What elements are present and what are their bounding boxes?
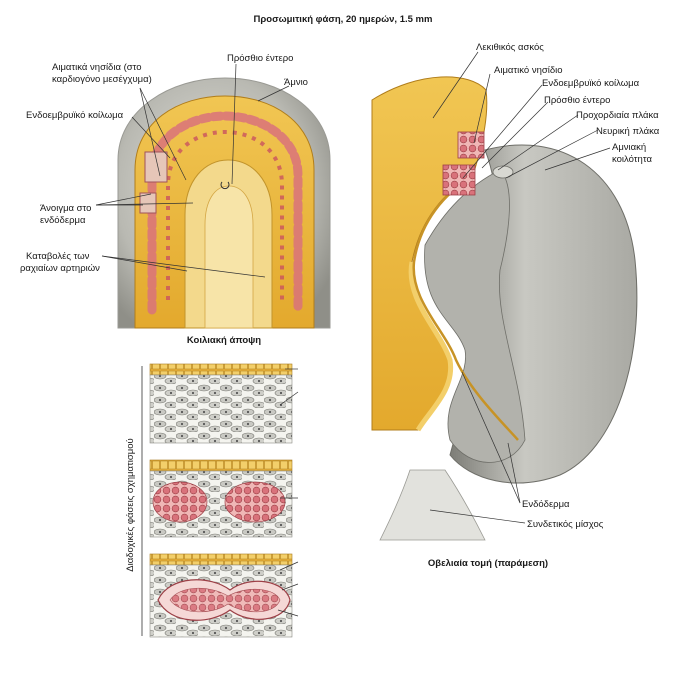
sagittal-section-caption: Οβελιαία τομή (παράμεση) <box>428 558 548 569</box>
page-title: Προσωμιτική φάση, 20 ημερών, 1.5 mm <box>254 14 433 25</box>
label-spinal-arteries-2: ραχιαίων αρτηριών <box>20 263 100 274</box>
coelom-window-1 <box>144 151 168 183</box>
stage-2 <box>149 459 298 538</box>
label-neural-plate: Νευρική πλάκα <box>596 126 660 137</box>
label-prechordal-plate: Προχορδιαία πλάκα <box>576 110 659 121</box>
sagittal-leader-lines <box>429 51 611 524</box>
ventral-view: Αιματικά νησίδια (στο καρδιογόνο μεσέγχυ… <box>20 53 331 346</box>
stages-side-label: Διαδοχικές φάσεις σχηματισμού <box>125 438 136 571</box>
label-blood-islands-1: Αιματικά νησίδια (στο <box>52 62 142 73</box>
foregut-inner <box>204 185 254 329</box>
label-foregut-ventral: Πρόσθιο έντερο <box>227 53 293 64</box>
endoderm-line <box>412 176 519 441</box>
prechordal-plate <box>492 165 514 179</box>
coelom-window-2 <box>139 192 157 214</box>
label-endoderm: Ενδόδερμα <box>522 499 570 510</box>
label-spinal-arteries-1: Καταβολές των <box>26 251 90 262</box>
ventral-view-caption: Κοιλιακή άποψη <box>187 335 261 346</box>
label-endoderm-opening-2: ενδόδερμα <box>40 215 86 226</box>
connecting-stalk <box>379 469 486 541</box>
label-blood-island: Αιματικό νησίδιο <box>494 65 563 76</box>
sagittal-section: Λεκιθικός ασκός Αιματικό νησίδιο Ενδοεμβ… <box>371 42 660 569</box>
label-amnion: Άμνιο <box>284 77 308 88</box>
label-blood-islands-2: καρδιογόνο μεσέγχυμα) <box>52 74 152 85</box>
cardiogenic-band <box>147 111 303 315</box>
stage-1 <box>149 363 299 444</box>
label-amniotic-cavity-2: κοιλότητα <box>612 154 652 165</box>
stage-3 <box>149 553 299 638</box>
label-foregut-sagittal: Πρόσθιο έντερο <box>544 95 610 106</box>
ventral-leader-lines <box>95 63 290 278</box>
label-endoderm-opening-1: Άνοιγμα στο <box>40 203 91 214</box>
label-intraembryonic-coelom-sagittal: Ενδοεμβρυϊκό κοίλωμα <box>542 78 640 89</box>
label-amniotic-cavity-1: Αμνιακή <box>612 142 646 153</box>
blood-island-upper <box>457 131 485 159</box>
cardiogenic-band-inner <box>166 129 284 300</box>
foregut-opening <box>220 181 230 190</box>
label-intraembryonic-coelom-ventral: Ενδοεμβρυϊκό κοίλωμα <box>26 110 124 121</box>
stages-panel: Διαδοχικές φάσεις σχηματισμού <box>125 363 299 638</box>
label-connecting-stalk: Συνδετικός μίσχος <box>527 519 604 530</box>
yolk-sac-wall <box>408 261 454 432</box>
label-yolk-sac: Λεκιθικός ασκός <box>476 42 544 53</box>
